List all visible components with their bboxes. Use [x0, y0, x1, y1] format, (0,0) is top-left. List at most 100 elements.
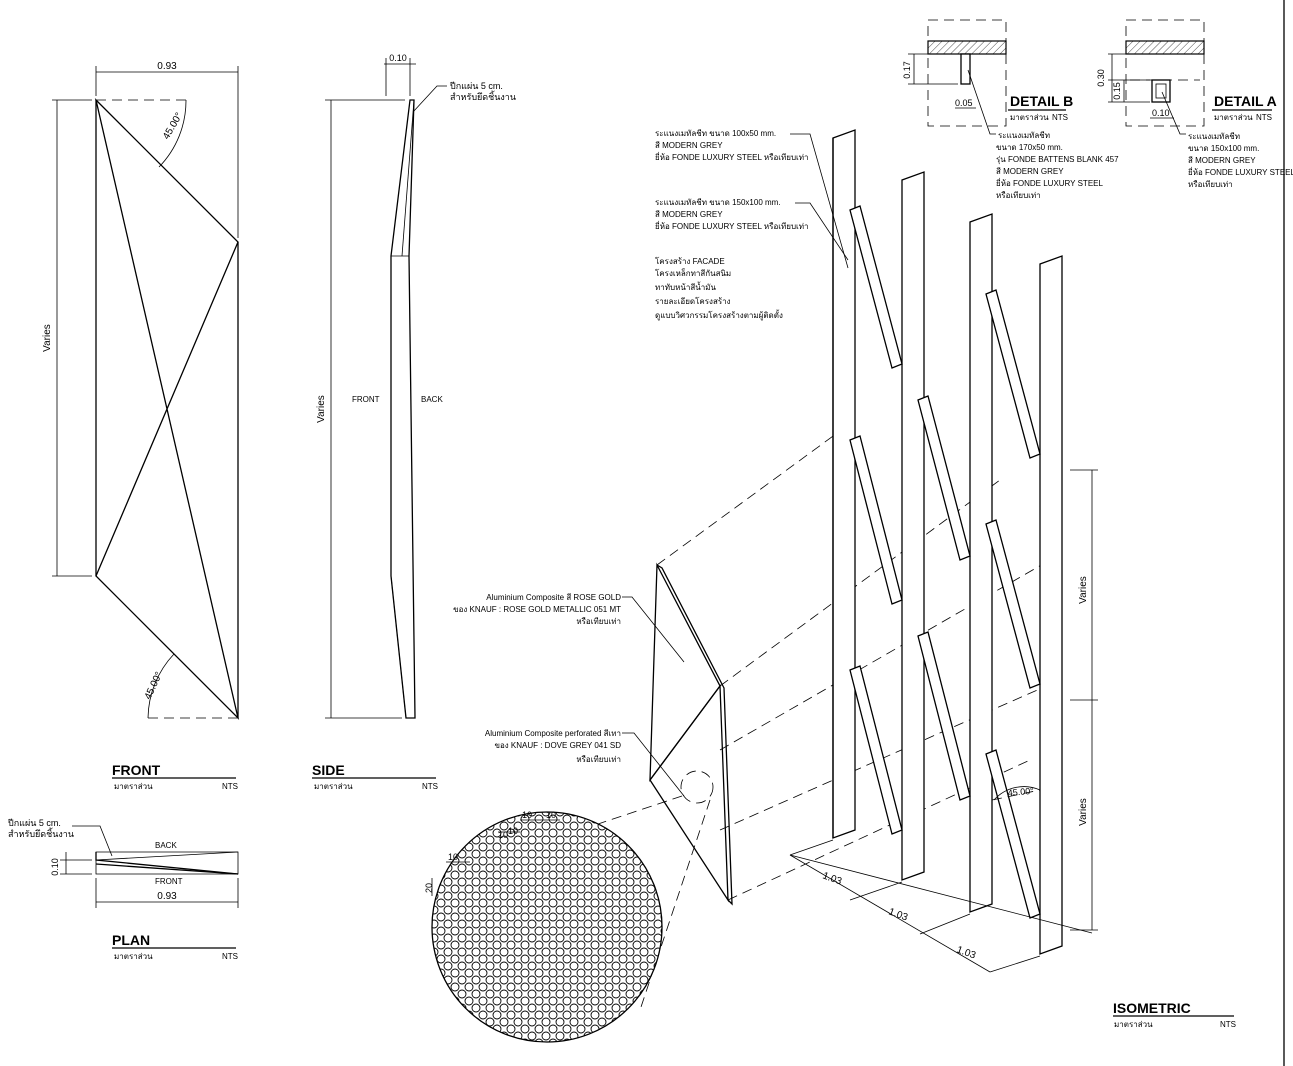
side-scale-label: มาตราส่วน: [314, 782, 353, 791]
isometric-view: 10 10 10 10 10 20 1.03 1.03 1.03: [424, 129, 1236, 1043]
spacing-dim-1: 1.03: [887, 906, 909, 923]
front-width-dim: 0.93: [157, 61, 177, 72]
post-4: [1039, 255, 1063, 955]
detail-a-scale-value: NTS: [1256, 113, 1272, 122]
front-height-dim: Varies: [42, 324, 53, 352]
batten-1: [849, 205, 903, 369]
front-title: FRONT: [112, 762, 161, 778]
plan-panel-outline: [95, 852, 239, 875]
note-structure-4: ดูแบบวิศวกรรมโครงสร้างตามผู้ติดตั้ง: [655, 309, 783, 321]
detail-a-height-dim-inner: 0.15: [1112, 82, 1122, 100]
front-angle-top: 45.00°: [161, 111, 185, 142]
note-batten-150x100-0: ระแนงเมทัลชีท ขนาด 150x100 mm.: [655, 198, 781, 207]
batten-6: [985, 289, 1041, 459]
batten-2: [849, 435, 903, 605]
detail-a-height-dim-outer: 0.30: [1096, 69, 1106, 87]
plan-back-label: BACK: [155, 841, 177, 850]
detail-a-note-4: หรือเทียบเท่า: [1188, 180, 1233, 189]
plan-title: PLAN: [112, 932, 150, 948]
plan-thickness-dim: 0.10: [50, 858, 60, 876]
side-thickness-dim: 0.10: [389, 53, 407, 63]
iso-angle-arc: [993, 786, 1041, 801]
note-acp-rose-0: Aluminium Composite สี ROSE GOLD: [486, 593, 621, 602]
perf-dim-1: 10: [546, 810, 556, 820]
detail-a-scale-label: มาตราส่วน: [1214, 113, 1253, 122]
plan-note-line2: สำหรับยึดชิ้นงาน: [8, 827, 74, 839]
detail-b-note-4: ยี่ห้อ FONDE LUXURY STEEL: [996, 177, 1104, 188]
perforation-callout-circle: [680, 770, 714, 804]
detail-b-batten: [960, 53, 971, 85]
facade-panel: [453, 562, 733, 1011]
detail-b-height-dim: 0.17: [902, 61, 912, 79]
side-scale-value: NTS: [422, 782, 438, 791]
note-batten-100x50-2: ยี่ห้อ FONDE LUXURY STEEL หรือเทียบเท่า: [655, 151, 809, 162]
plan-scale-label: มาตราส่วน: [114, 952, 153, 961]
plan-note-line1: ปีกแผ่น 5 cm.: [8, 818, 61, 828]
detail-b-beam: [927, 40, 1007, 55]
note-batten-100x50-leader: [790, 133, 849, 269]
side-title: SIDE: [312, 762, 345, 778]
iso-title: ISOMETRIC: [1113, 1000, 1191, 1016]
side-front-label: FRONT: [352, 395, 380, 404]
perforation-detail: 10 10 10 10 10 20: [424, 810, 663, 1043]
post-3: [969, 213, 993, 913]
note-acp-perf-leader: [622, 732, 685, 797]
iso-scale-value: NTS: [1220, 1020, 1236, 1029]
plan-panel-box: [95, 851, 239, 875]
detail-a-width-dim: 0.10: [1152, 108, 1170, 118]
detail-b-width-dim: 0.05: [955, 98, 973, 108]
note-acp-perf-1: ของ KNAUF : DOVE GREY 041 SD: [494, 741, 621, 750]
note-structure-1: โครงเหล็กทาสีกันสนิม: [655, 268, 731, 278]
side-height-dim: Varies: [316, 395, 327, 423]
perf-dim-5: 20: [424, 883, 434, 893]
note-acp-rose-1: ของ KNAUF : ROSE GOLD METALLIC 051 MT: [453, 605, 621, 614]
detail-b-frame: [927, 19, 1007, 127]
varies-upper-dim: Varies: [1078, 576, 1089, 604]
post-2: [901, 171, 925, 881]
side-panel-outline: [390, 99, 416, 719]
plan-note-leader: [72, 825, 113, 857]
post-1: [832, 129, 856, 839]
panel-rose-gold-face: [649, 562, 721, 783]
detail-b-note-3: สี MODERN GREY: [996, 167, 1064, 176]
batten-4: [917, 395, 971, 561]
batten-7: [985, 519, 1041, 689]
perf-dim-2: 10: [498, 830, 508, 840]
detail-b-title: DETAIL B: [1010, 93, 1073, 109]
panel-perforated-face: [649, 684, 729, 903]
spacing-dim-0: 1.03: [821, 870, 843, 887]
plan-width-dim: 0.93: [157, 891, 177, 902]
side-note-line1: ปีกแผ่น 5 cm.: [450, 81, 503, 91]
detail-b-leader: [967, 69, 996, 135]
height-dimensions: Varies Varies 45.00°: [991, 469, 1098, 931]
plan-view: BACK FRONT 0.93 0.10 ปีกแผ่น 5 cm. สำหรั…: [8, 818, 239, 961]
plan-front-label: FRONT: [155, 877, 183, 886]
note-acp-perf-0: Aluminium Composite perforated สีเทา: [485, 729, 621, 738]
detail-a: 0.30 0.15 0.10 ระแนงเมทัลชีท ขนาด 150x10…: [1096, 19, 1293, 189]
note-acp-rose-2: หรือเทียบเท่า: [576, 617, 621, 626]
detail-a-note-0: ระแนงเมทัลชีท: [1188, 132, 1240, 141]
front-scale-value: NTS: [222, 782, 238, 791]
front-angle-arc-bottom: [147, 653, 175, 719]
detail-a-note-2: สี MODERN GREY: [1188, 156, 1256, 165]
note-structure-0: โครงสร้าง FACADE: [655, 256, 725, 266]
perforation-pattern: [432, 812, 662, 1042]
perf-dim-4: 10: [448, 852, 458, 862]
detail-a-title: DETAIL A: [1214, 93, 1277, 109]
perf-dim-0: 10: [522, 810, 532, 820]
front-panel-outline: [94, 97, 240, 721]
detail-a-note-1: ขนาด 150x100 mm.: [1188, 144, 1259, 153]
iso-notes: ระแนงเมทัลชีท ขนาด 100x50 mm. สี MODERN …: [453, 129, 849, 797]
detail-b-note-0: ระแนงเมทัลชีท: [998, 131, 1050, 140]
side-note-line2: สำหรับยึดชิ้นงาน: [450, 90, 516, 102]
spacing-dim-line: [789, 854, 1093, 934]
front-angle-arc-top: [158, 99, 187, 168]
varies-lower-dim: Varies: [1078, 798, 1089, 826]
note-structure-2: ทาทับหน้าสีน้ำมัน: [655, 281, 716, 292]
note-batten-100x50-0: ระแนงเมทัลชีท ขนาด 100x50 mm.: [655, 129, 776, 138]
note-structure-3: รายละเอียดโครงสร้าง: [655, 296, 731, 306]
detail-a-beam: [1125, 40, 1205, 55]
perf-dim-3: 10: [508, 826, 518, 836]
plan-scale-value: NTS: [222, 952, 238, 961]
